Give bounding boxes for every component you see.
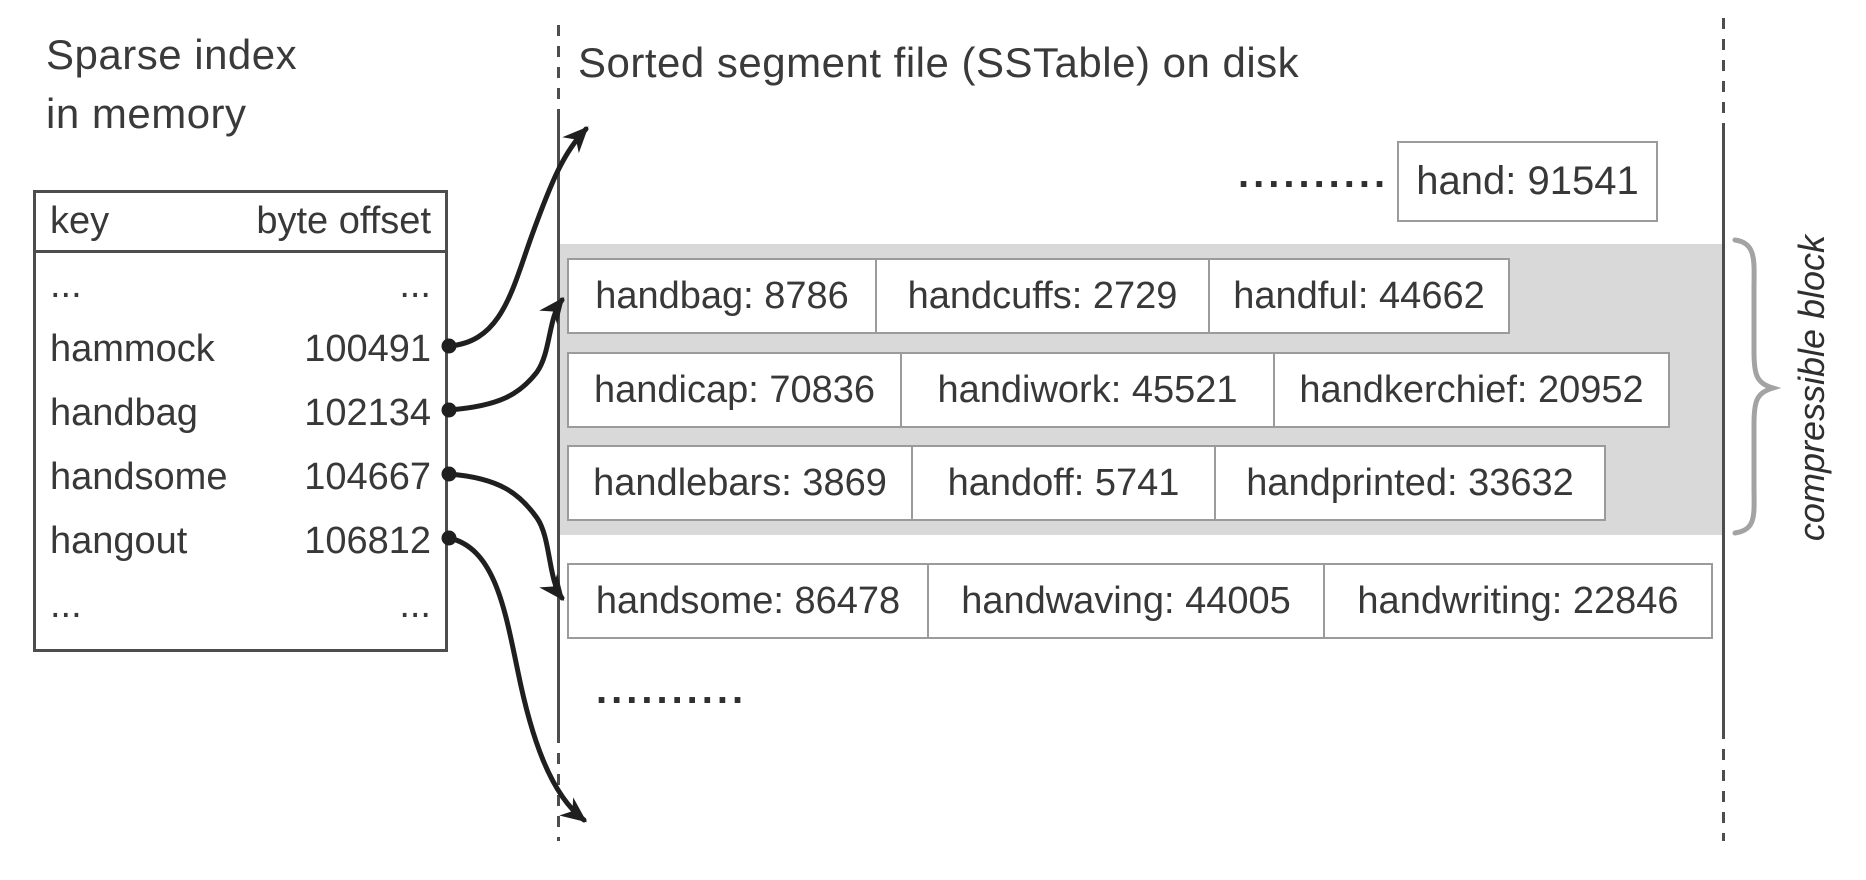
sstable-entry: handbag: 8786	[567, 258, 877, 334]
ellipsis-top: ..........	[1238, 152, 1390, 196]
row-key: ...	[50, 263, 82, 306]
table-row: hammock 100491	[36, 317, 445, 381]
sstable-entry: handful: 44662	[1208, 258, 1510, 334]
row-key: handsome	[50, 455, 228, 498]
table-row: ... ...	[36, 253, 445, 317]
table-row: handbag 102134	[36, 381, 445, 445]
row-key: handbag	[50, 391, 198, 434]
sstable-block-row-1: handbag: 8786 handcuffs: 2729 handful: 4…	[567, 258, 1510, 334]
row-offset: 102134	[304, 391, 431, 434]
sparse-index-title: Sparse index in memory	[46, 31, 298, 137]
sstable-entry: handicap: 70836	[567, 352, 902, 428]
sstable-block-row-2: handicap: 70836 handiwork: 45521 handker…	[567, 352, 1670, 428]
compressible-block-brace	[1732, 237, 1782, 536]
index-table-header: key byte offset	[36, 193, 445, 253]
column-header-byte-offset: byte offset	[256, 200, 431, 242]
column-header-key: key	[50, 200, 110, 242]
sstable-entry: handwriting: 22846	[1323, 563, 1713, 639]
sstable-entry-hand: hand: 91541	[1397, 141, 1658, 222]
sstable-block-row-3: handlebars: 3869 handoff: 5741 handprint…	[567, 445, 1606, 521]
ellipsis-bottom: ..........	[596, 668, 748, 712]
arrow-hangout	[446, 535, 587, 823]
table-row: handsome 104667	[36, 445, 445, 509]
row-key: ...	[50, 583, 82, 626]
row-key: hangout	[50, 519, 188, 562]
sstable-entry: handoff: 5741	[911, 445, 1216, 521]
sstable-entry: handiwork: 45521	[900, 352, 1275, 428]
row-offset: ...	[399, 583, 431, 626]
sstable-entry: handprinted: 33632	[1214, 445, 1606, 521]
sstable-row-after-block: handsome: 86478 handwaving: 44005 handwr…	[567, 563, 1713, 639]
table-row: hangout 106812	[36, 509, 445, 573]
sstable-title: Sorted segment file (SSTable) on disk	[578, 39, 1300, 86]
sparse-index-table: key byte offset ... ... hammock 100491 h…	[33, 190, 448, 652]
row-offset: 106812	[304, 519, 431, 562]
row-key: hammock	[50, 327, 215, 370]
compressible-block-label: compressible block	[1791, 234, 1832, 542]
table-row: ... ...	[36, 573, 445, 637]
sstable-entry: handwaving: 44005	[927, 563, 1325, 639]
row-offset: 104667	[304, 455, 431, 498]
arrow-handbag	[446, 297, 565, 413]
sstable-entry: handsome: 86478	[567, 563, 929, 639]
arrow-handsome	[446, 471, 565, 601]
sstable-entry: handlebars: 3869	[567, 445, 913, 521]
sstable-entry: handcuffs: 2729	[875, 258, 1210, 334]
row-offset: 100491	[304, 327, 431, 370]
row-offset: ...	[399, 263, 431, 306]
sstable-entry: handkerchief: 20952	[1273, 352, 1670, 428]
